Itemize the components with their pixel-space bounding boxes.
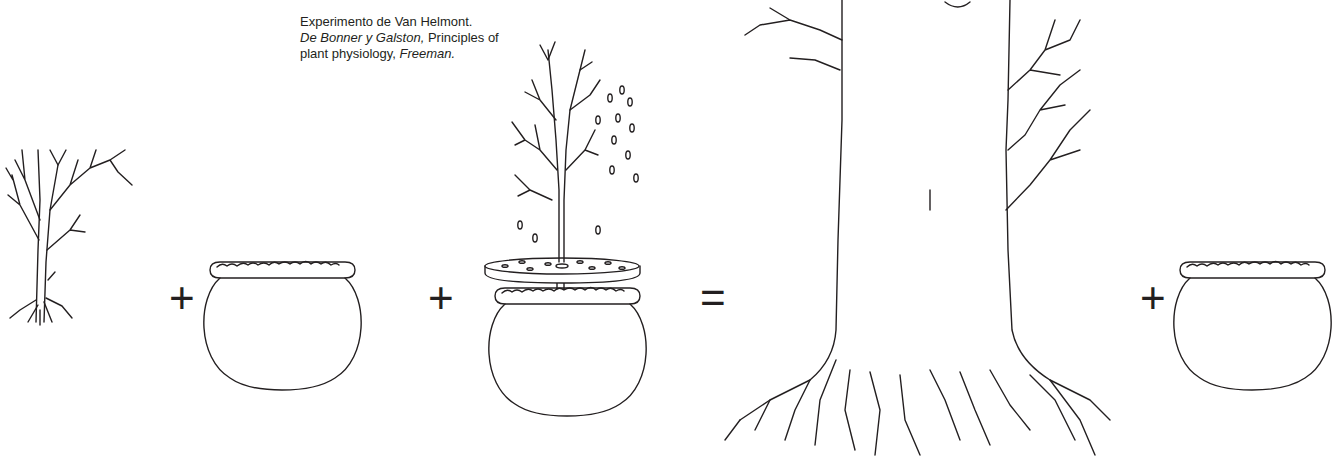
plus-sign: +: [169, 276, 195, 320]
plus-sign: +: [1140, 276, 1166, 320]
source-authors: De Bonner y Galston,: [300, 30, 424, 45]
perforated-lid: [485, 258, 640, 283]
equals-sign: =: [700, 276, 726, 320]
young-tree: [6, 150, 132, 325]
caption-block: Experimento de Van Helmont. De Bonner y …: [300, 14, 530, 62]
source-publisher: Freeman.: [400, 46, 456, 61]
pot-of-soil: [1174, 262, 1331, 391]
caption-title: Experimento de Van Helmont.: [300, 14, 530, 30]
growing-tree: [512, 42, 600, 262]
grown-tree: [725, 0, 1110, 455]
pot-of-soil: [489, 288, 646, 417]
plus-sign: +: [428, 276, 454, 320]
water-drops: [518, 86, 638, 242]
pot-of-soil: [204, 262, 361, 391]
